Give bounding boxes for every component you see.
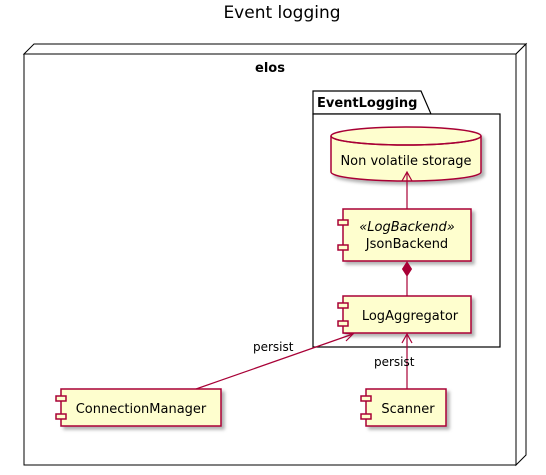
component-stereotype: «LogBackend»	[359, 220, 455, 235]
edge-connectionmanager-persist: persist	[195, 332, 355, 390]
edge-label: persist	[374, 355, 415, 369]
component-port-icon	[337, 244, 349, 251]
edge-line	[195, 333, 354, 390]
component-logaggregator: LogAggregator	[337, 295, 472, 334]
edge-arrowhead-icon	[401, 170, 413, 182]
composition-diamond-icon	[401, 261, 413, 277]
component-body	[60, 388, 222, 427]
component-jsonbackend: «LogBackend» JsonBackend	[337, 208, 472, 262]
node-side-face	[515, 42, 527, 467]
node-top-face	[22, 43, 528, 55]
component-port-icon	[337, 219, 349, 226]
component-label: Scanner	[381, 402, 435, 417]
component-label: ConnectionManager	[76, 402, 207, 417]
component-body	[365, 388, 447, 427]
diagram-title: Event logging	[223, 3, 340, 23]
component-body	[342, 208, 472, 262]
edge-scanner-persist: persist	[374, 332, 415, 389]
component-connectionmanager: ConnectionManager	[55, 388, 222, 427]
database-label: Non volatile storage	[340, 154, 471, 169]
component-port-icon	[337, 302, 349, 309]
edge-arrowhead-icon	[401, 332, 413, 344]
package-label: EventLogging	[317, 96, 417, 111]
component-port-icon	[360, 395, 372, 402]
database-non-volatile-storage	[330, 126, 482, 182]
edge-arrowhead-icon	[342, 332, 355, 342]
component-scanner: Scanner	[360, 388, 447, 427]
component-label: LogAggregator	[362, 309, 459, 324]
component-port-icon	[360, 413, 372, 420]
edge-label: persist	[253, 340, 294, 354]
edge-aggregator-to-jsonbackend	[401, 261, 413, 296]
database-body	[330, 136, 482, 182]
component-port-icon	[337, 320, 349, 327]
component-port-icon	[55, 413, 67, 420]
component-label: JsonBackend	[365, 237, 448, 252]
component-port-icon	[55, 395, 67, 402]
node-label: elos	[255, 61, 285, 76]
edge-jsonbackend-to-storage	[401, 170, 413, 209]
database-rim	[330, 135, 482, 146]
